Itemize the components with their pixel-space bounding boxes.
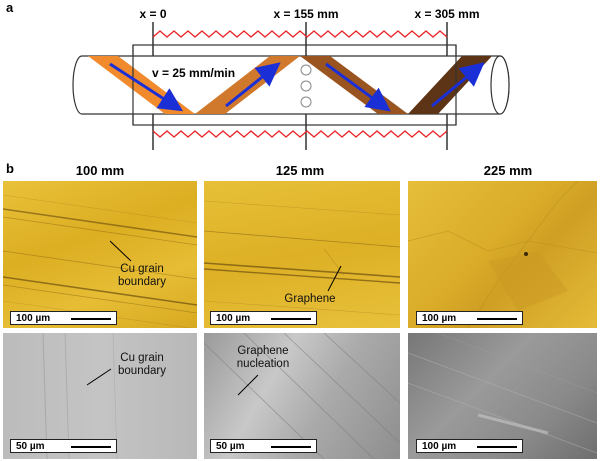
column-label-100mm: 100 mm — [75, 163, 125, 178]
direction-arrow-3 — [325, 62, 391, 112]
label-graphene-optical: Graphene — [284, 293, 336, 305]
scale-label: 100 µm — [216, 313, 251, 324]
optical-image-225mm — [408, 181, 597, 328]
label-cu-grain-boundary-sem: Cu grain boundary — [118, 352, 166, 377]
sem-image-125mm — [204, 333, 400, 459]
scale-line — [271, 318, 311, 320]
scale-label: 100 µm — [16, 313, 51, 324]
position-label-155: x = 155 mm — [273, 7, 338, 21]
label-graphene-nucleation-sem: Graphene nucleation — [236, 345, 290, 370]
gas-hole-2 — [300, 80, 312, 92]
panel-a-letter: a — [6, 0, 14, 15]
scale-label: 50 µm — [216, 441, 245, 452]
scale-line — [71, 318, 111, 320]
scale-bar-sem-100mm: 50 µm — [10, 439, 117, 453]
sem-image-225mm — [408, 333, 597, 459]
optical-texture-1 — [3, 194, 197, 328]
inner-tube-end — [490, 55, 510, 115]
position-label-305: x = 305 mm — [414, 7, 479, 21]
direction-arrow-1 — [109, 62, 184, 112]
scale-label: 100 µm — [422, 441, 457, 452]
direction-arrow-2 — [225, 62, 281, 108]
position-label-0: x = 0 — [139, 7, 166, 21]
scale-line — [271, 446, 311, 448]
gas-hole-1 — [300, 64, 312, 76]
direction-arrow-4 — [431, 62, 485, 108]
sem-texture-3 — [408, 333, 597, 454]
optical-image-100mm — [3, 181, 197, 328]
panel-b-letter: b — [6, 161, 14, 176]
label-cu-grain-boundary-optical: Cu grain boundary — [118, 263, 166, 288]
column-label-225mm: 225 mm — [483, 163, 533, 178]
gas-hole-3 — [300, 96, 312, 108]
heater-coil-bottom — [152, 130, 448, 138]
scale-bar-sem-225mm: 100 µm — [416, 439, 523, 453]
sem-texture-1 — [42, 333, 118, 459]
scale-bar-sem-125mm: 50 µm — [210, 439, 317, 453]
optical-texture-2 — [204, 200, 400, 316]
optical-image-125mm — [204, 181, 400, 328]
column-label-125mm: 125 mm — [275, 163, 325, 178]
velocity-label: v = 25 mm/min — [152, 66, 235, 80]
scale-line — [71, 446, 111, 448]
sem-image-100mm — [3, 333, 197, 459]
scale-label: 50 µm — [16, 441, 45, 452]
scale-label: 100 µm — [422, 313, 457, 324]
scale-bar-optical-100mm: 100 µm — [10, 311, 117, 325]
scale-line — [477, 446, 517, 448]
scale-bar-optical-125mm: 100 µm — [210, 311, 317, 325]
scale-line — [477, 318, 517, 320]
scale-bar-optical-225mm: 100 µm — [416, 311, 523, 325]
optical-texture-3 — [408, 181, 597, 328]
heater-coil-top — [152, 30, 448, 38]
cvd-schematic: x = 0 x = 155 mm x = 305 mm v = 25 mm/mi… — [72, 7, 510, 150]
sem-texture-2 — [204, 333, 400, 459]
